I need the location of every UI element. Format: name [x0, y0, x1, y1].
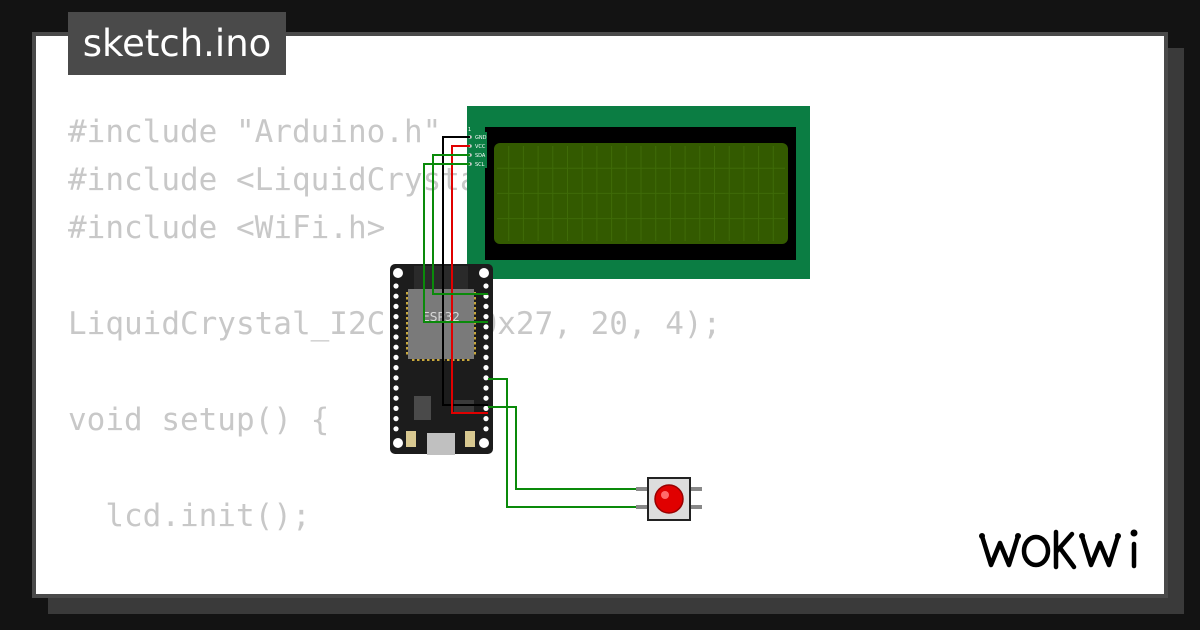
esp32-label: ESP32 — [422, 310, 460, 324]
wire-gnd — [442, 136, 488, 406]
project-title: sketch.ino — [68, 12, 286, 75]
wire-scl — [423, 163, 488, 323]
lcd-pin-scl-label: SCL — [475, 162, 485, 168]
lcd-pin-vcc-label: VCC — [475, 144, 486, 150]
wires — [423, 136, 646, 508]
usb-port — [427, 433, 455, 455]
lcd-pin-sda-label: SDA — [475, 153, 486, 159]
esp32-header-pins — [393, 283, 489, 432]
wire-sda — [432, 154, 488, 295]
esp32-board[interactable]: ESP32 — [390, 264, 493, 455]
wokwi-logo-icon — [979, 529, 1138, 570]
code-line: void setup() { — [68, 402, 330, 438]
code-background: #include "Arduino.h"#include <LiquidCrys… — [68, 108, 721, 594]
boot-button[interactable] — [406, 431, 416, 447]
code-line: #include "Arduino.h" — [68, 114, 442, 150]
esp32-module — [408, 289, 474, 359]
enable-button[interactable] — [465, 431, 475, 447]
lcd-pin-gnd-label: GND — [475, 135, 487, 141]
wire-button-a — [488, 378, 646, 508]
lcd-character-grid — [497, 146, 785, 241]
lcd-display[interactable]: 1 GND VCC SDA SCL — [467, 106, 810, 279]
push-button[interactable] — [636, 477, 702, 521]
code-line: #include <WiFi.h> — [68, 210, 386, 246]
lcd-pin-one-label: 1 — [468, 127, 471, 133]
button-cap[interactable] — [654, 484, 684, 514]
wire-button-b — [488, 406, 646, 490]
code-line: lcd.init(); — [68, 498, 311, 534]
wire-vcc — [451, 145, 488, 414]
